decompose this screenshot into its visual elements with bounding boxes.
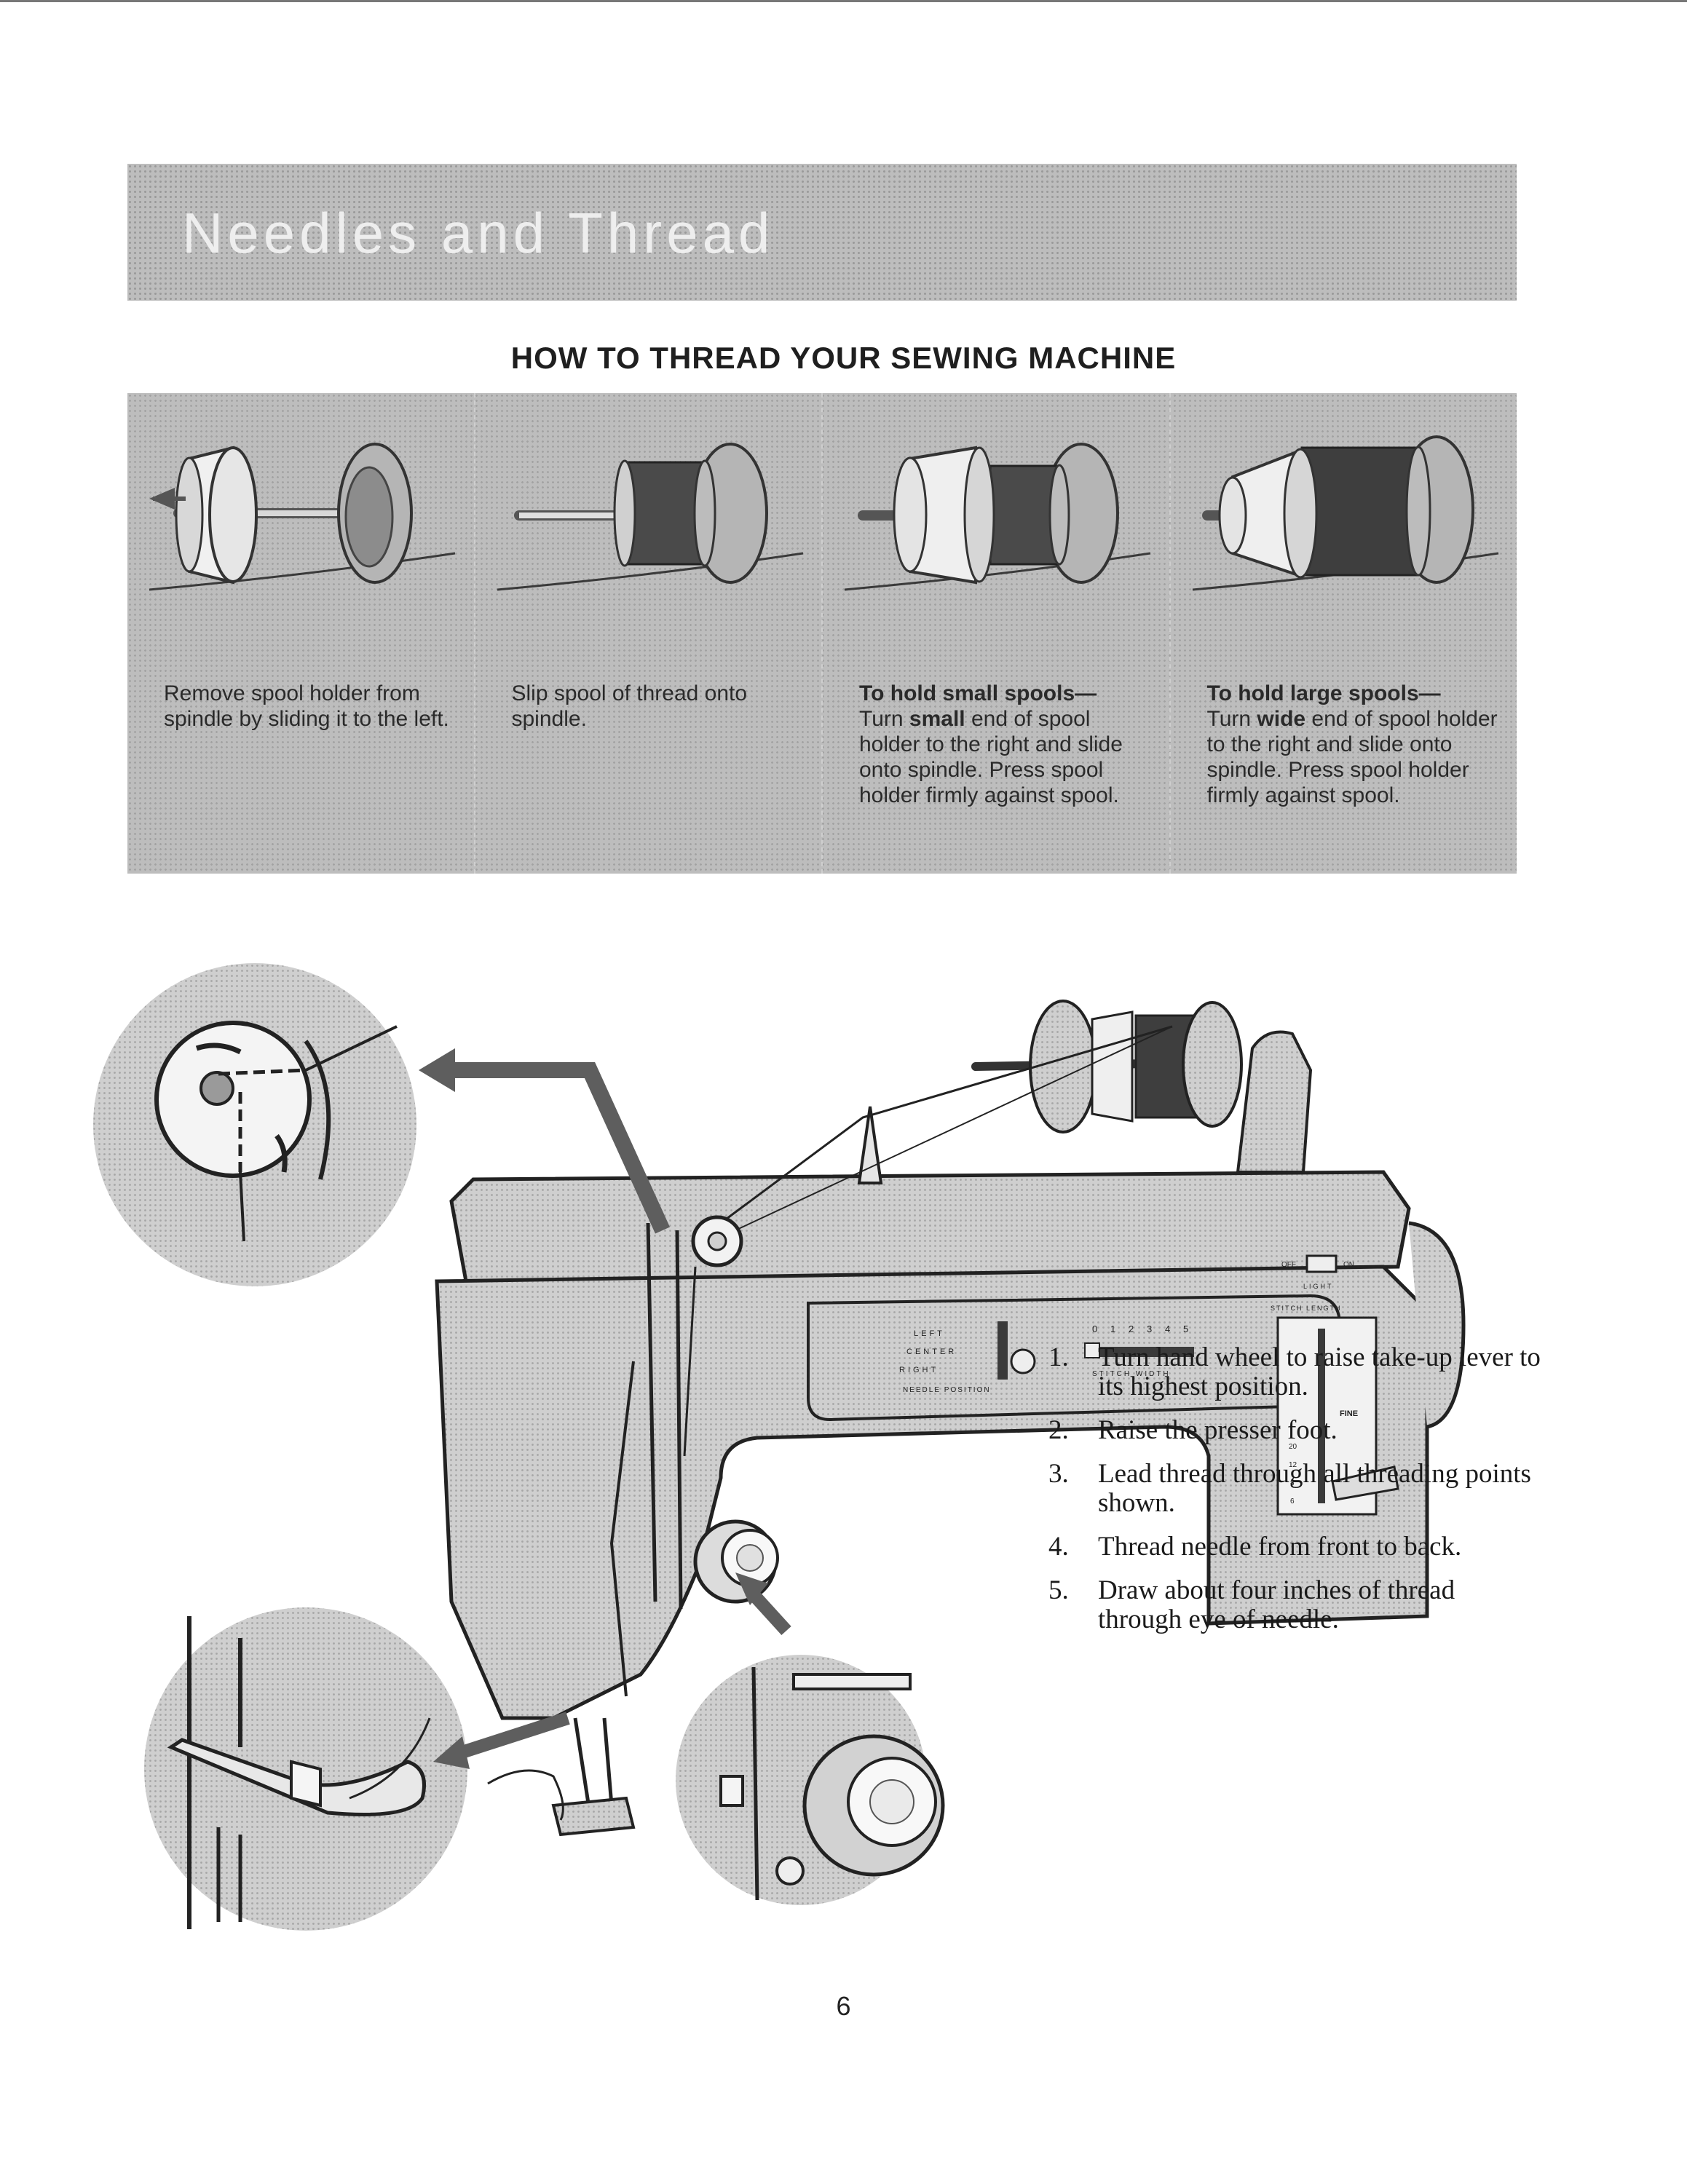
threading-illustration: LEFT CENTER RIGHT NEEDLE POSITION 0 1 2 … bbox=[93, 963, 1466, 1931]
spool-holder-illustration bbox=[149, 443, 456, 591]
width-scale-0: 0 bbox=[1092, 1324, 1097, 1334]
instruction-2: 2.Raise the presser foot. bbox=[1048, 1415, 1338, 1445]
light-on-label: ON bbox=[1343, 1261, 1354, 1269]
stitch-width-label: STITCH WIDTH bbox=[1092, 1370, 1171, 1378]
needle-left-label: LEFT bbox=[914, 1329, 945, 1338]
arrow-to-thread-guide bbox=[448, 1062, 671, 1234]
page-number: 6 bbox=[836, 1991, 851, 2021]
length-scale-12: 12 bbox=[1289, 1461, 1297, 1469]
needle-position-label: NEEDLE POSITION bbox=[903, 1386, 991, 1394]
width-scale-1: 1 bbox=[1110, 1324, 1115, 1334]
step-slip-spool-text: Slip spool of thread onto spindle. bbox=[511, 681, 748, 731]
light-off-label: OFF bbox=[1281, 1261, 1296, 1269]
step-slip-spool: Slip spool of thread onto spindle. bbox=[475, 393, 823, 874]
length-scale-20: 20 bbox=[1289, 1443, 1297, 1451]
needle-right-label: RIGHT bbox=[899, 1366, 939, 1374]
fine-label: FINE bbox=[1340, 1409, 1358, 1418]
page-title: Needles and Thread bbox=[182, 201, 775, 265]
length-scale-8: 8 bbox=[1290, 1479, 1295, 1487]
section-subtitle: HOW TO THREAD YOUR SEWING MACHINE bbox=[510, 341, 1177, 375]
instruction-3: 3.Lead thread through all threading poin… bbox=[1048, 1459, 1531, 1518]
needle-center-label: CENTER bbox=[906, 1348, 957, 1356]
small-spools-heading: To hold small spools— bbox=[859, 681, 1097, 705]
instruction-4: 4.Thread needle from front to back. bbox=[1048, 1532, 1462, 1562]
length-scale-6: 6 bbox=[1290, 1497, 1295, 1506]
hand-wheel bbox=[1408, 1221, 1466, 1429]
section-banner: Needles and Thread bbox=[127, 164, 1517, 301]
machine-top-arm bbox=[449, 1170, 1411, 1283]
large-spools-heading: To hold large spools— bbox=[1206, 681, 1441, 705]
step-small-spools: To hold small spools—Turn small end of s… bbox=[823, 393, 1171, 874]
light-label: LIGHT bbox=[1303, 1283, 1334, 1290]
width-scale-3: 3 bbox=[1147, 1324, 1152, 1334]
instruction-5: 5.Draw about four inches of thread throu… bbox=[1048, 1575, 1455, 1634]
step-remove-holder: Remove spool holder from spindle by slid… bbox=[127, 393, 475, 874]
width-scale-5: 5 bbox=[1183, 1324, 1188, 1334]
step-small-spools-text: To hold small spools—Turn small end of s… bbox=[859, 681, 1123, 807]
threading-instructions: 1.Turn hand wheel to raise take-up lever… bbox=[1048, 1343, 1544, 1649]
large-spool-illustration bbox=[1192, 435, 1498, 591]
width-scale-4: 4 bbox=[1165, 1324, 1170, 1334]
arrow-to-needle-eye bbox=[453, 1712, 570, 1761]
width-scale-2: 2 bbox=[1129, 1324, 1134, 1334]
light-switch bbox=[1305, 1254, 1338, 1273]
step-large-spools-text: To hold large spools—Turn wide end of sp… bbox=[1206, 681, 1498, 807]
spool-on-spindle-illustration bbox=[497, 443, 803, 591]
step-remove-holder-text: Remove spool holder from spindle by slid… bbox=[164, 681, 449, 731]
step-large-spools: To hold large spools—Turn wide end of sp… bbox=[1171, 393, 1517, 874]
instruction-1: 1.Turn hand wheel to raise take-up lever… bbox=[1048, 1342, 1541, 1401]
stitch-length-label: STITCH LENGTH bbox=[1271, 1305, 1342, 1312]
presser-foot bbox=[551, 1796, 636, 1837]
small-spool-illustration bbox=[844, 443, 1151, 591]
spool-steps-strip: Remove spool holder from spindle by slid… bbox=[127, 393, 1517, 874]
top-rule bbox=[0, 0, 1687, 2]
